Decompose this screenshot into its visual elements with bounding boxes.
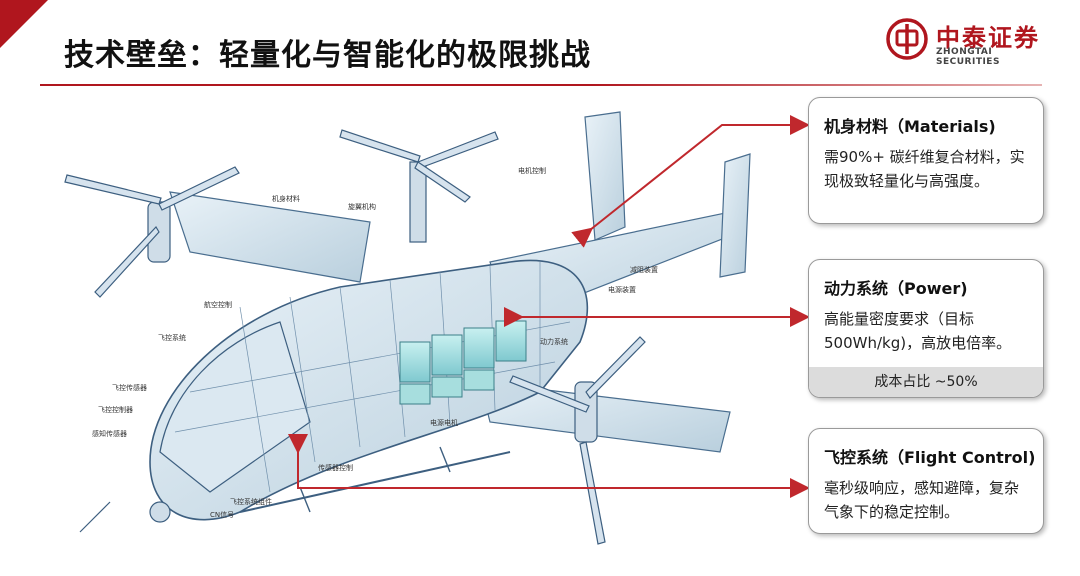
part-label: 飞控控制器 [98, 405, 133, 414]
part-label: CN信号 [210, 510, 234, 519]
part-label: 减阻装置 [630, 265, 658, 274]
logo-name-cn: 中泰证券 [936, 24, 1040, 52]
page-title: 技术壁垒：轻量化与智能化的极限挑战 [64, 38, 591, 73]
callout-flight-control: 飞控系统（Flight Control) 毫秒级响应，感知避障，复杂气象下的稳定… [808, 428, 1044, 534]
callout-text: 毫秒级响应，感知避障，复杂气象下的稳定控制。 [824, 479, 1020, 521]
part-label: 电源电机 [430, 418, 458, 427]
cost-share-note: 成本占比 ~50% [809, 367, 1043, 397]
title-divider [40, 84, 1042, 86]
brand-logo: 中泰证券 ZHONGTAI SECURITIES [886, 16, 1056, 67]
callout-title: 动力系统（Power) [824, 279, 968, 298]
part-label: 电源装置 [608, 285, 636, 294]
corner-accent [0, 0, 48, 48]
part-label: 航空控制 [204, 300, 232, 309]
part-label: 飞控系统 [158, 333, 186, 342]
callout-title: 飞控系统（Flight Control) [824, 448, 1036, 467]
zhongtai-logo-icon [886, 18, 928, 60]
part-label: 感知传感器 [92, 429, 127, 438]
evtol-cutaway-diagram: 机身材料 旋翼机构 电机控制 减阻装置 电源装置 动力系统 电源电机 航空控制 … [64, 111, 751, 545]
callout-materials: 机身材料（Materials) 需90%+ 碳纤维复合材料，实现极致轻量化与高强… [808, 97, 1044, 224]
part-label: 飞控系统组件 [230, 497, 272, 506]
part-label: 飞控传感器 [112, 383, 147, 392]
callout-text: 需90%+ 碳纤维复合材料，实现极致轻量化与高强度。 [824, 148, 1025, 190]
logo-name-en: ZHONGTAI SECURITIES [936, 47, 1000, 67]
callout-title: 机身材料（Materials) [824, 117, 996, 136]
part-label: 传感器控制 [318, 463, 353, 472]
part-label: 旋翼机构 [348, 202, 376, 211]
part-label: 机身材料 [272, 194, 300, 203]
callout-text: 高能量密度要求（目标500Wh/kg)，高放电倍率。 [824, 310, 1012, 352]
part-label: 动力系统 [540, 337, 568, 346]
part-label: 电机控制 [518, 166, 546, 175]
callout-power: 动力系统（Power) 高能量密度要求（目标500Wh/kg)，高放电倍率。 成… [808, 259, 1044, 398]
